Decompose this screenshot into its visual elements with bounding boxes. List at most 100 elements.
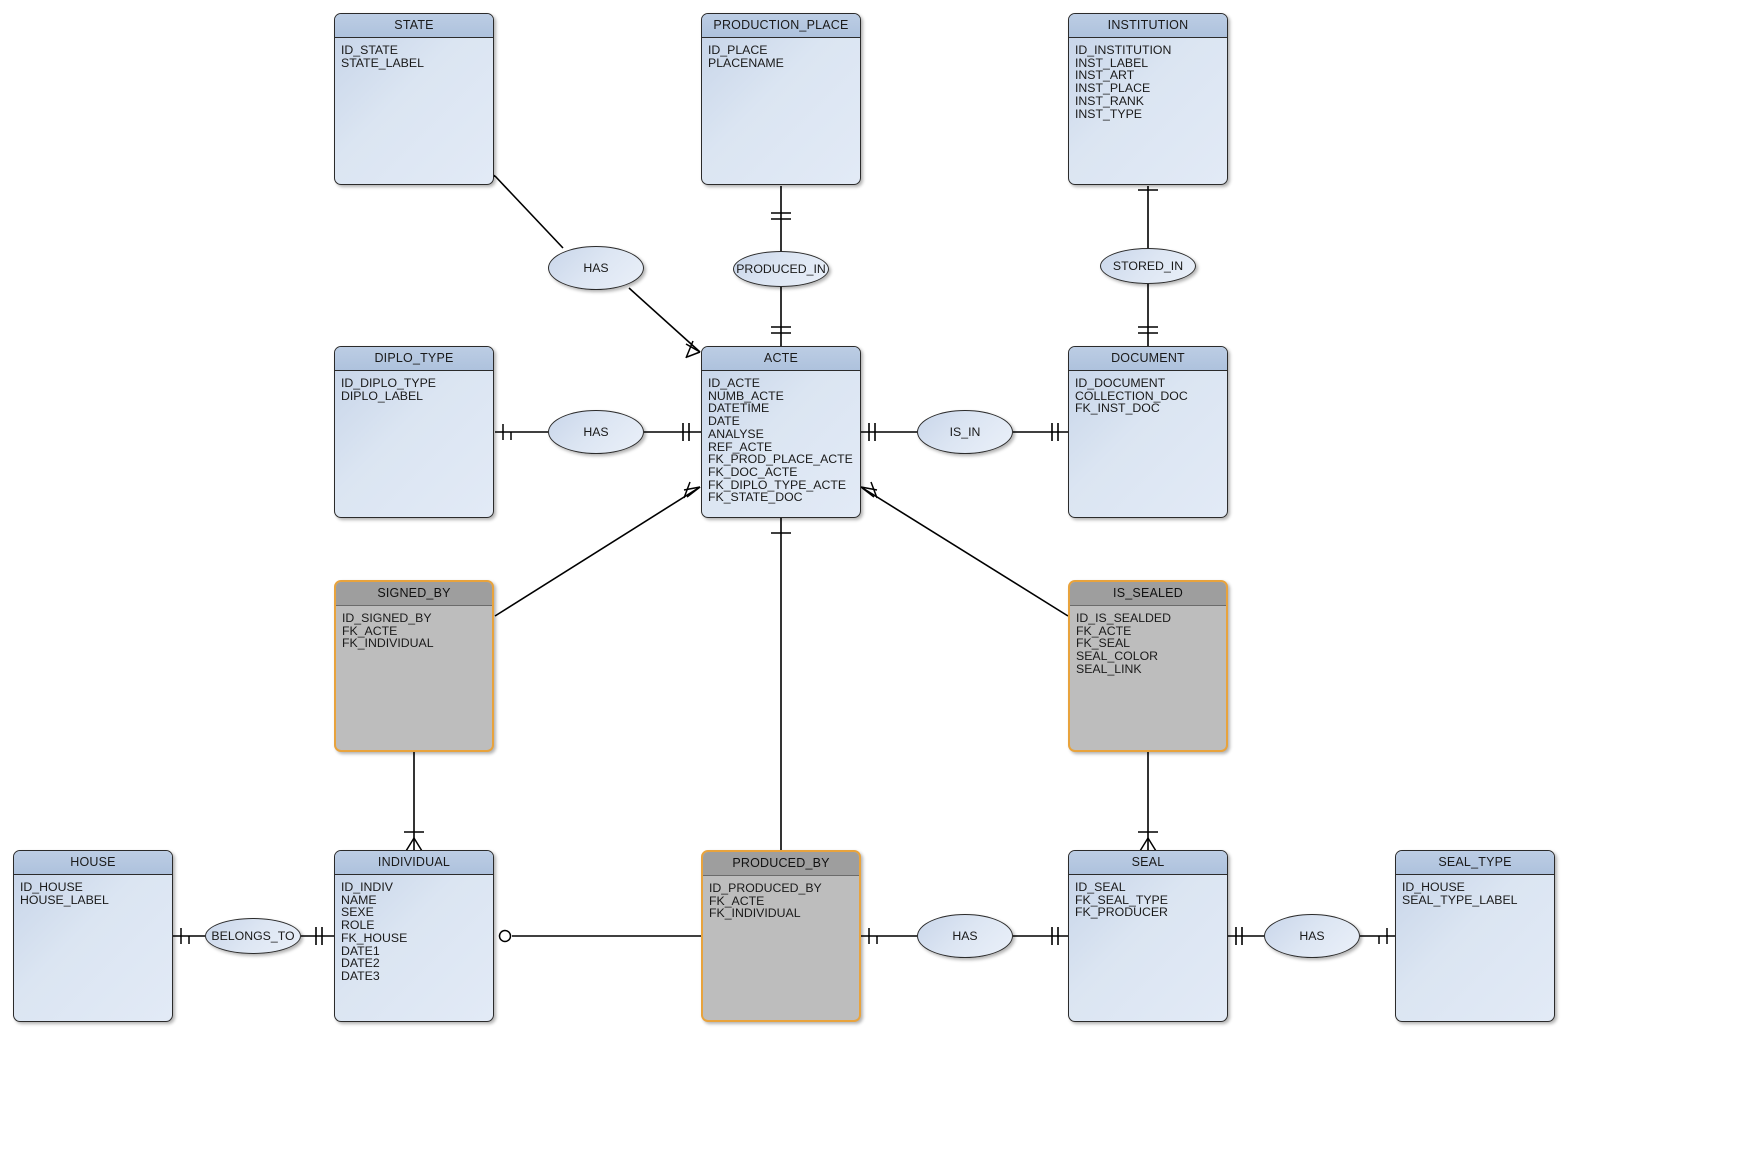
attribute-row: FK_DOC_ACTE — [708, 464, 798, 479]
attribute-row: DATE — [708, 414, 740, 429]
connector-state-has — [494, 175, 564, 249]
attribute-row: ID_HOUSE — [20, 880, 83, 894]
crowfoot-producedby — [868, 928, 878, 944]
attribute-row: ID_INDIV — [341, 880, 393, 894]
relationship-rel_produced_has[interactable]: HAS — [917, 914, 1013, 958]
entity-title-institution: INSTITUTION — [1069, 14, 1227, 38]
attribute-row: SEXE — [341, 905, 374, 920]
attribute-row: ID_ACTE — [708, 376, 760, 390]
relationship-rel_belongs_to[interactable]: BELONGS_TO — [205, 918, 301, 954]
attribute-row: FK_SEAL — [1076, 636, 1130, 651]
entity-title-production_place: PRODUCTION_PLACE — [702, 14, 860, 38]
tick-seal-right — [1235, 927, 1243, 945]
attribute-row: DATE1 — [341, 943, 380, 958]
attribute-row: DATETIME — [708, 401, 770, 416]
entity-title-acte: ACTE — [702, 347, 860, 371]
crowfoot-acte-signedby — [683, 481, 701, 499]
attribute-row: ANALYSE — [708, 426, 764, 441]
relationship-rel_state_has[interactable]: HAS — [548, 246, 644, 290]
relationship-label: HAS — [1299, 929, 1325, 943]
attribute-row: FK_ACTE — [342, 623, 398, 638]
entity-title-document: DOCUMENT — [1069, 347, 1227, 371]
relationship-label: HAS — [952, 929, 978, 943]
attribute-row: INST_RANK — [1075, 93, 1145, 108]
attribute-row: STATE_LABEL — [341, 55, 424, 70]
attribute-row: INST_ART — [1075, 68, 1135, 83]
relationship-rel_is_in[interactable]: IS_IN — [917, 410, 1013, 454]
relationship-rel_sealtype_has[interactable]: HAS — [1264, 914, 1360, 958]
crowfoot-acte-state — [685, 340, 701, 359]
attribute-row: FK_INDIVIDUAL — [709, 906, 801, 921]
tick-seal-left — [1051, 927, 1059, 945]
attribute-row: INST_LABEL — [1075, 55, 1149, 70]
entity-title-diplo_type: DIPLO_TYPE — [335, 347, 493, 371]
attribute-row: FK_PRODUCER — [1075, 905, 1168, 920]
relationship-rel_diplo_has[interactable]: HAS — [548, 410, 644, 454]
crowfoot-house — [180, 928, 190, 944]
attribute-row: HOUSE_LABEL — [20, 892, 109, 907]
attribute-row: ID_PLACE — [708, 43, 768, 57]
connector-acte-issealed — [860, 486, 1069, 617]
crowfoot-sealtype — [1378, 928, 1388, 944]
attribute-row: PLACENAME — [708, 55, 784, 70]
attribute-row: ID_HOUSE — [1402, 880, 1465, 894]
relationship-label: HAS — [583, 261, 609, 275]
attribute-row: FK_PROD_PLACE_ACTE — [708, 452, 853, 467]
relationship-rel_produced_in[interactable]: PRODUCED_IN — [733, 251, 829, 287]
attribute-row: ID_DOCUMENT — [1075, 376, 1166, 390]
attribute-row: NUMB_ACTE — [708, 388, 784, 403]
tick-individual-left — [315, 927, 323, 945]
attribute-row: INST_TYPE — [1075, 106, 1142, 121]
relationship-label: IS_IN — [949, 425, 981, 439]
attribute-row: FK_DIPLO_TYPE_ACTE — [708, 477, 847, 492]
entity-title-seal: SEAL — [1069, 851, 1227, 875]
attribute-row: FK_ACTE — [1076, 623, 1132, 638]
attribute-row: DATE3 — [341, 968, 380, 983]
entity-title-seal_type: SEAL_TYPE — [1396, 851, 1554, 875]
attribute-row: ID_SEAL — [1075, 880, 1126, 894]
optional-marker-individual — [498, 929, 512, 943]
tick-acte-left — [682, 423, 690, 441]
attribute-row: ID_DIPLO_TYPE — [341, 376, 436, 390]
tick-prodplace — [771, 212, 791, 220]
attribute-row: ROLE — [341, 918, 375, 933]
relationship-label: HAS — [583, 425, 609, 439]
relationship-label: BELONGS_TO — [211, 929, 295, 943]
attribute-row: FK_INDIVIDUAL — [342, 636, 434, 651]
attribute-row: DATE2 — [341, 956, 380, 971]
entity-title-produced_by: PRODUCED_BY — [703, 852, 859, 876]
crowfoot-acte-issealed — [860, 481, 878, 499]
tick-acte-right — [868, 423, 876, 441]
attribute-row: SEAL_TYPE_LABEL — [1402, 892, 1518, 907]
entity-title-house: HOUSE — [14, 851, 172, 875]
relationship-rel_stored_in[interactable]: STORED_IN — [1100, 248, 1196, 284]
attribute-row: FK_STATE_DOC — [708, 490, 803, 505]
attribute-row: ID_SIGNED_BY — [342, 611, 432, 625]
attribute-row: ID_PRODUCED_BY — [709, 881, 822, 895]
attribute-row: COLLECTION_DOC — [1075, 388, 1188, 403]
attribute-row: FK_SEAL_TYPE — [1075, 892, 1168, 907]
attribute-row: FK_ACTE — [709, 893, 765, 908]
attribute-row: ID_IS_SEALDED — [1076, 611, 1172, 625]
